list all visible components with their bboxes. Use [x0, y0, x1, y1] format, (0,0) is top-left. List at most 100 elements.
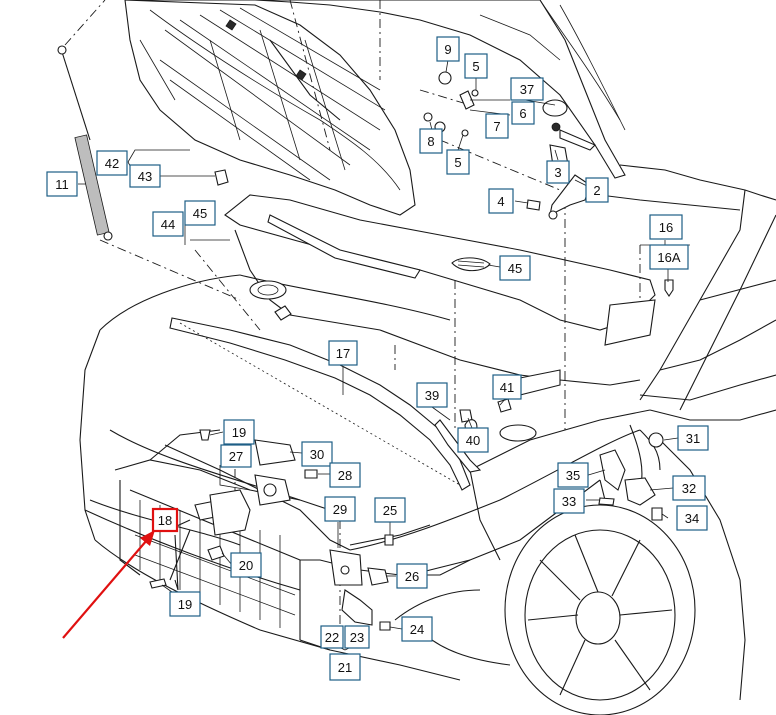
callout-box	[416, 382, 448, 408]
callout-40: 40	[457, 427, 489, 453]
callout-number: 37	[520, 82, 534, 97]
callout-29: 29	[324, 496, 356, 522]
callout-box	[328, 340, 358, 366]
callout-number: 4	[497, 194, 504, 209]
callout-number: 6	[519, 106, 526, 121]
callout-number: 33	[562, 494, 576, 509]
callout-number: 5	[472, 59, 479, 74]
callout-43: 43	[129, 164, 161, 188]
callout-number: 35	[566, 468, 580, 483]
callout-19b: 19	[169, 591, 201, 617]
callout-17: 17	[328, 340, 358, 366]
callout-number: 41	[500, 380, 514, 395]
callout-box	[152, 211, 184, 237]
callout-box	[488, 188, 514, 214]
callout-number: 25	[383, 503, 397, 518]
callout-number: 24	[410, 622, 424, 637]
callout-number: 45	[193, 206, 207, 221]
callout-number: 30	[310, 447, 324, 462]
hood-panel	[124, 0, 626, 216]
callout-3: 3	[546, 160, 570, 184]
callout-number: 23	[350, 630, 364, 645]
callout-box	[677, 425, 709, 451]
callout-number: 27	[229, 449, 243, 464]
callout-number: 43	[138, 169, 152, 184]
callout-number: 19	[232, 425, 246, 440]
callout-box	[223, 419, 255, 445]
callout-number: 32	[682, 481, 696, 496]
callout-37: 37	[510, 77, 544, 101]
callout-27: 27	[220, 444, 252, 468]
callout-9: 9	[436, 36, 460, 62]
callout-18: 18	[151, 507, 179, 533]
callout-35: 35	[557, 462, 589, 488]
callout-21: 21	[329, 653, 361, 681]
callout-45a: 45	[184, 200, 216, 226]
callout-box	[546, 160, 570, 184]
callout-5a: 5	[464, 53, 488, 79]
callout-number: 11	[55, 177, 69, 192]
callout-box	[324, 496, 356, 522]
callout-box	[46, 171, 78, 197]
highlight-arrow	[62, 530, 155, 639]
callout-box	[151, 507, 179, 533]
callout-box	[419, 128, 443, 154]
callout-number: 16	[659, 220, 673, 235]
callout-7: 7	[485, 113, 509, 139]
callout-box	[129, 164, 161, 188]
callout-number: 42	[105, 156, 119, 171]
callout-box	[446, 149, 470, 175]
callout-number: 3	[554, 165, 561, 180]
callout-box	[301, 441, 333, 467]
gas-strut	[57, 0, 113, 241]
callout-box	[649, 214, 683, 240]
callout-box	[553, 488, 585, 514]
callout-32: 32	[672, 475, 706, 501]
callout-number: 8	[427, 134, 434, 149]
leader-lines	[99, 0, 641, 640]
callout-box	[344, 625, 370, 649]
callout-number: 17	[336, 346, 350, 361]
callout-box	[396, 563, 428, 589]
callout-16: 16	[649, 214, 683, 240]
callout-number: 31	[686, 431, 700, 446]
callout-number: 5	[454, 155, 461, 170]
callout-44: 44	[152, 211, 184, 237]
callout-25: 25	[374, 497, 406, 523]
callout-26: 26	[396, 563, 428, 589]
callout-box	[485, 113, 509, 139]
callout-30: 30	[301, 441, 333, 467]
callout-24: 24	[401, 616, 433, 642]
callout-number: 21	[338, 660, 352, 675]
callout-41: 41	[492, 374, 522, 400]
callout-39: 39	[416, 382, 448, 408]
callout-number: 9	[444, 42, 451, 57]
callout-box	[96, 150, 128, 176]
callout-42: 42	[96, 150, 128, 176]
callout-number: 20	[239, 558, 253, 573]
callout-22: 22	[320, 625, 344, 649]
callout-number: 16A	[657, 250, 680, 265]
callout-box	[320, 625, 344, 649]
callout-2: 2	[585, 177, 609, 203]
callout-number: 34	[685, 511, 699, 526]
callout-number: 28	[338, 468, 352, 483]
callout-box	[557, 462, 589, 488]
callout-box	[511, 101, 535, 125]
callout-box	[374, 497, 406, 523]
callout-box	[436, 36, 460, 62]
callout-box	[499, 255, 531, 281]
callout-box	[492, 374, 522, 400]
front-wheel	[504, 504, 696, 715]
callout-box	[464, 53, 488, 79]
callout-33: 33	[553, 488, 585, 514]
callout-28: 28	[329, 462, 361, 488]
callout-box	[329, 653, 361, 681]
callout-5b: 5	[446, 149, 470, 175]
callout-box	[184, 200, 216, 226]
callout-box	[672, 475, 706, 501]
callout-box	[169, 591, 201, 617]
callout-number: 2	[593, 183, 600, 198]
